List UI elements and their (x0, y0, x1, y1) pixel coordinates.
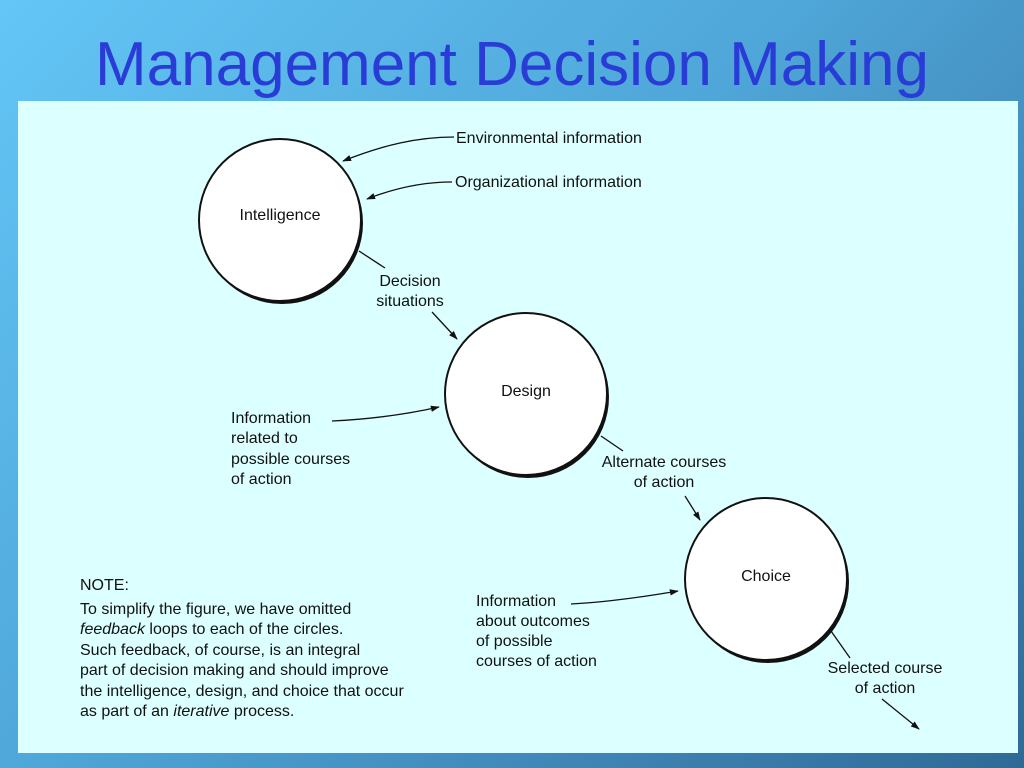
design-info-line-2: related to (231, 430, 298, 447)
choice-info-line-4: courses of action (476, 653, 597, 670)
choice-label: Choice (741, 568, 791, 585)
note-line-2-rest: loops to each of the circles. (144, 621, 344, 638)
note-heading: NOTE: (80, 577, 129, 594)
choice-info-line-3: of possible (476, 633, 553, 650)
choice-node: Choice (684, 497, 849, 663)
environmental-arrow (342, 136, 455, 162)
alternate-courses-arrow (684, 495, 701, 521)
note-line-4: part of decision making and should impro… (80, 662, 389, 679)
note-line-5: the intelligence, design, and choice tha… (80, 682, 404, 700)
environmental-label: Environmental information (456, 130, 642, 147)
alternate-courses-leader (600, 435, 624, 452)
note-line-3: Such feedback, of course, is an integral (80, 641, 361, 659)
decision-situations-line-2: situations (376, 293, 444, 310)
selected-course-leader (830, 630, 851, 659)
decision-process-diagram: Intelligence Design Choice Environmental… (198, 130, 943, 730)
decision-situations-arrow (431, 311, 458, 340)
diagram-panel: Intelligence Design Choice Environmental… (18, 101, 1018, 753)
design-info-line-3: possible courses (231, 451, 350, 468)
design-node: Design (444, 312, 609, 478)
intelligence-node: Intelligence (198, 138, 363, 304)
choice-info-line-1: Information (476, 593, 556, 610)
choice-info-line-2: about outcomes (476, 613, 590, 630)
note-line-2: feedback loops to each of the circles. (80, 620, 480, 641)
choice-info-arrow (570, 589, 679, 605)
selected-course-line-1: Selected course (828, 660, 943, 677)
design-info-arrow (331, 405, 440, 422)
alternate-courses-line-2: of action (634, 474, 694, 491)
selected-course-line-2: of action (855, 680, 915, 697)
design-info-line-1: Information (231, 410, 311, 427)
intelligence-label: Intelligence (240, 207, 321, 224)
design-label: Design (501, 383, 551, 400)
note-line-6-start: as part of an (80, 703, 174, 720)
note-block: NOTE: To simplify the figure, we have om… (80, 576, 480, 723)
design-info-line-4: of action (231, 471, 291, 488)
slide-title: Management Decision Making (95, 30, 929, 99)
organizational-arrow (366, 181, 453, 200)
note-feedback-emphasis: feedback (80, 621, 145, 638)
note-iterative-emphasis: iterative (173, 703, 230, 720)
decision-situations-line-1: Decision (379, 273, 440, 290)
selected-course-arrow (881, 698, 920, 730)
note-line-1: To simplify the figure, we have omitted (80, 600, 352, 618)
note-line-6: as part of an iterative process. (80, 702, 480, 723)
decision-situations-leader (358, 250, 386, 269)
note-line-6-end: process. (229, 703, 295, 720)
alternate-courses-line-1: Alternate courses (602, 454, 727, 471)
organizational-label: Organizational information (455, 174, 642, 191)
